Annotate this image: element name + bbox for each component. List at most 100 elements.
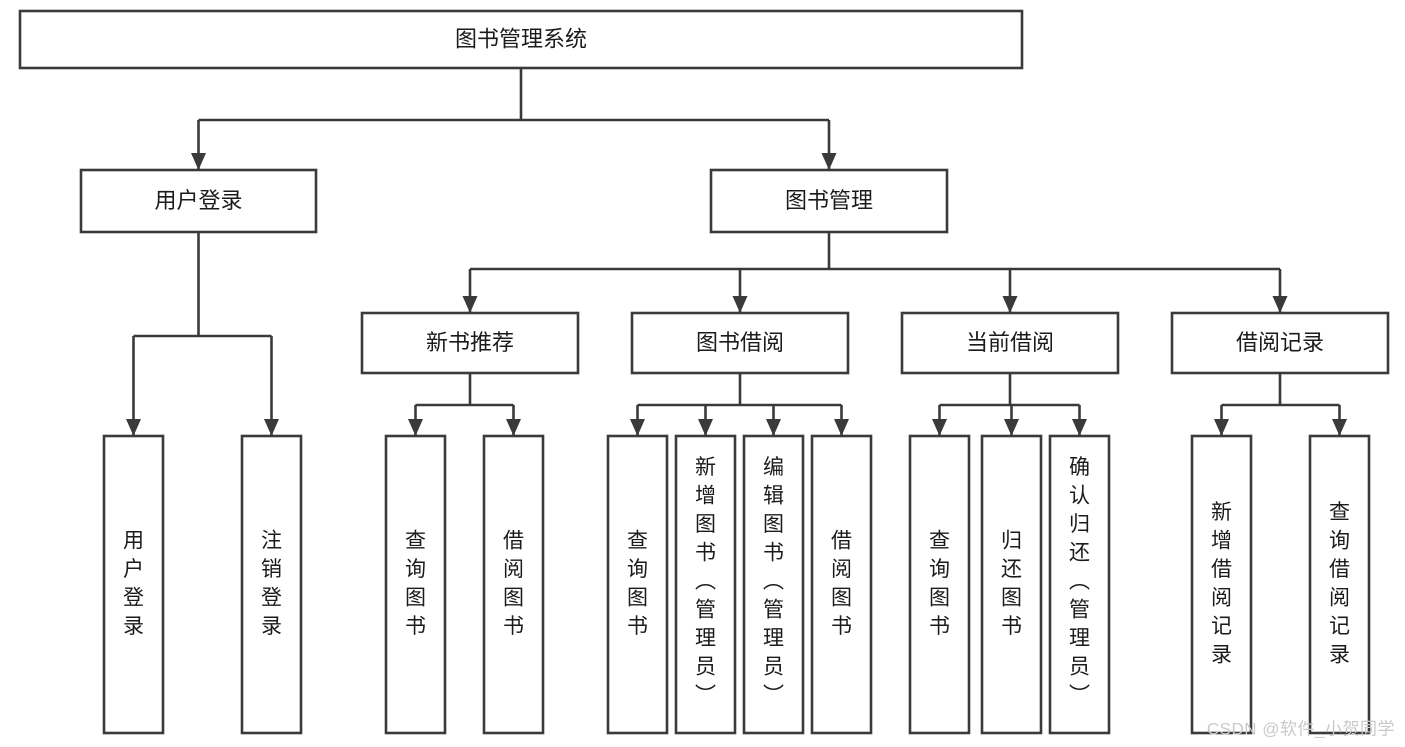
node-label-char: 图 xyxy=(695,513,716,536)
node-label-char: 阅 xyxy=(1211,586,1232,609)
node-label-char: 归 xyxy=(1069,513,1090,536)
node-user-login[interactable]: 用户登录 xyxy=(79,168,318,234)
arrowhead-current-borrow-to-leaf-query-book-3 xyxy=(932,419,947,436)
node-label-char: 记 xyxy=(1211,615,1232,638)
node-label-char: 图 xyxy=(763,513,784,536)
node-box xyxy=(1170,311,1390,375)
node-label-char: 员 xyxy=(763,655,784,678)
node-label-char: ︶ xyxy=(695,684,716,707)
node-label-char: 书 xyxy=(763,541,784,564)
arrowhead-user-login-to-leaf-logout xyxy=(264,419,279,436)
node-new-book-rec[interactable]: 新书推荐 xyxy=(360,311,580,375)
node-label-char: 员 xyxy=(695,655,716,678)
node-label-char: 询 xyxy=(627,558,648,581)
node-book-borrow[interactable]: 图书借阅 xyxy=(630,311,850,375)
node-label-char: 编 xyxy=(763,456,784,479)
node-label-char: 员 xyxy=(1069,655,1090,678)
node-box xyxy=(908,434,971,735)
node-label-char: 用 xyxy=(123,529,144,552)
node-label: 用户登录 xyxy=(123,529,144,638)
node-label-char: 书 xyxy=(503,615,524,638)
node-label-char: 户 xyxy=(123,558,144,581)
csdn-watermark: CSDN @软件_小贺同学 xyxy=(1207,719,1395,738)
arrowhead-current-borrow-to-leaf-confirm-return-admin xyxy=(1072,419,1087,436)
node-label: 当前借阅 xyxy=(966,330,1054,355)
arrowhead-book-manage-to-borrow-record xyxy=(1272,296,1288,313)
node-label-char: ︵ xyxy=(763,570,784,593)
node-label-char: 录 xyxy=(1329,643,1350,666)
node-label-char: 图 xyxy=(405,586,426,609)
node-label-char: 登 xyxy=(123,586,144,609)
node-box xyxy=(1048,434,1111,735)
node-label: 图书管理 xyxy=(785,188,873,213)
node-label-char: 图 xyxy=(627,586,648,609)
node-label-char: 录 xyxy=(123,615,144,638)
node-label-char: 书 xyxy=(405,615,426,638)
arrowhead-borrow-record-to-leaf-add-borrow-record xyxy=(1214,419,1229,436)
node-label: 图书借阅 xyxy=(696,330,784,355)
node-label-char: 管 xyxy=(763,598,784,621)
node-label-char: 新 xyxy=(1211,501,1232,524)
node-root-title[interactable]: 图书管理系统 xyxy=(18,9,1024,70)
node-label-char: 录 xyxy=(261,615,282,638)
node-label-char: 询 xyxy=(1329,529,1350,552)
arrowhead-root-to-user-login xyxy=(191,153,206,170)
node-label-char: 询 xyxy=(929,558,950,581)
node-leaf-user-login[interactable]: 用户登录 xyxy=(102,434,165,735)
node-box xyxy=(810,434,873,735)
arrowhead-root-to-book-manage xyxy=(821,153,837,170)
node-label-char: 阅 xyxy=(831,558,852,581)
node-label-char: 录 xyxy=(1211,643,1232,666)
node-box xyxy=(240,434,303,735)
node-label-char: 借 xyxy=(503,529,524,552)
node-label-char: 登 xyxy=(261,586,282,609)
arrowhead-new-book-rec-to-leaf-borrow-book-1 xyxy=(506,419,521,436)
connector-edges-group xyxy=(126,68,1347,436)
arrowhead-book-manage-to-current-borrow xyxy=(1002,296,1018,313)
node-label-char: 图 xyxy=(1001,586,1022,609)
node-box xyxy=(900,311,1120,375)
node-label: 借阅记录 xyxy=(1236,330,1324,355)
node-label-char: 询 xyxy=(405,558,426,581)
node-borrow-record[interactable]: 借阅记录 xyxy=(1170,311,1390,375)
node-box xyxy=(384,434,447,735)
node-label-char: 还 xyxy=(1001,558,1022,581)
node-label-char: 书 xyxy=(627,615,648,638)
node-label-char: 管 xyxy=(1069,598,1090,621)
node-label-char: 管 xyxy=(695,598,716,621)
node-box xyxy=(102,434,165,735)
node-book-manage[interactable]: 图书管理 xyxy=(709,168,949,234)
node-label-char: ︶ xyxy=(763,684,784,707)
node-label-char: 增 xyxy=(695,484,716,507)
nodes-group: 图书管理系统用户登录图书管理新书推荐图书借阅当前借阅借阅记录用户登录注销登录查询… xyxy=(18,9,1390,735)
node-label: 用户登录 xyxy=(154,188,242,213)
node-label-char: 理 xyxy=(695,627,716,650)
node-box xyxy=(630,311,850,375)
node-label-char: 增 xyxy=(1211,529,1232,552)
node-current-borrow[interactable]: 当前借阅 xyxy=(900,311,1120,375)
arrowhead-borrow-record-to-leaf-query-borrow-record xyxy=(1332,419,1347,436)
node-label-char: 确 xyxy=(1069,456,1090,479)
node-label: 新书推荐 xyxy=(426,330,514,355)
node-box xyxy=(18,9,1024,70)
node-label-char: 图 xyxy=(929,586,950,609)
node-label-char: 查 xyxy=(627,529,648,552)
